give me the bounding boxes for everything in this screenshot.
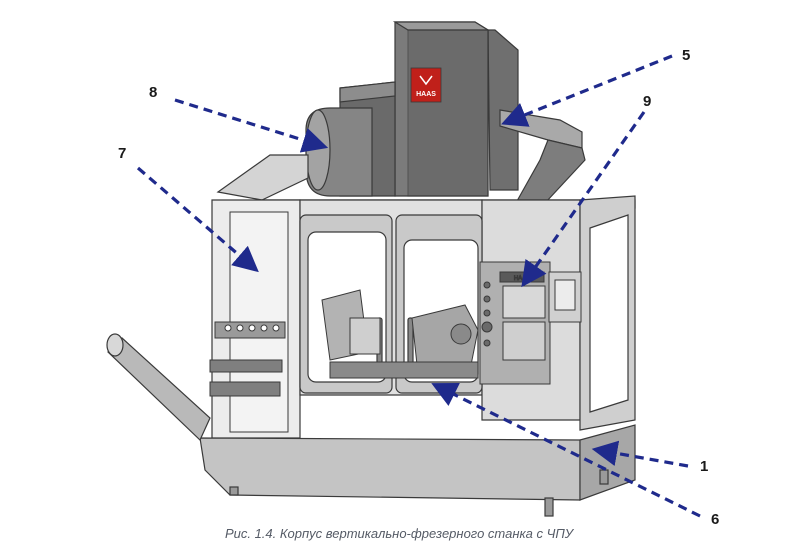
callout-9: 9	[643, 93, 651, 110]
figure-caption: Рис. 1.4. Корпус вертикально-фрезерного …	[224, 526, 574, 541]
arrow-6	[431, 383, 701, 518]
callout-7: 7	[118, 145, 126, 162]
arrow-5	[501, 54, 673, 127]
brand-logo: HAAS	[410, 67, 442, 103]
spindle-head	[305, 21, 519, 197]
arrow-9	[521, 111, 646, 288]
arrow-1	[591, 440, 689, 468]
arrow-7	[136, 166, 259, 273]
svg-text:HAAS: HAAS	[416, 91, 436, 98]
arrow-8	[174, 98, 329, 153]
callout-6: 6	[711, 511, 719, 528]
callout-labels: 8 5 9 7 1 6	[118, 47, 719, 528]
callout-8: 8	[149, 84, 157, 101]
chip-chute	[106, 333, 211, 442]
callout-arrows	[136, 54, 701, 518]
work-table	[321, 289, 479, 379]
callout-5: 5	[682, 47, 690, 64]
callout-1: 1	[700, 458, 708, 475]
